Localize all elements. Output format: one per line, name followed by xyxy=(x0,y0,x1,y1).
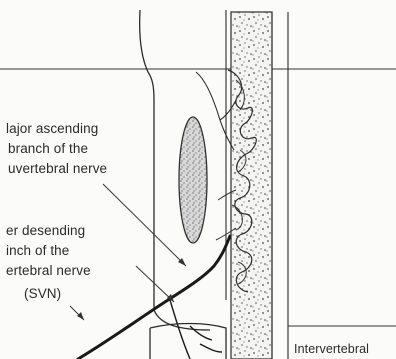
stippled-oval xyxy=(179,117,207,243)
label-major-ascending-1: lajor ascending xyxy=(6,120,98,138)
label-intervertebral: Intervertebral xyxy=(294,340,369,358)
label-major-ascending-2: branch of the xyxy=(8,140,88,158)
label-descending-1: er desending xyxy=(6,222,85,240)
label-descending-3: ertebral nerve xyxy=(6,262,91,280)
leader-line-ascending xyxy=(103,184,186,266)
label-descending-2: inch of the xyxy=(6,242,69,260)
longitudinal-ligament xyxy=(231,12,272,359)
label-major-ascending-3: uvertebral nerve xyxy=(8,160,107,178)
leader-line-descending xyxy=(136,266,174,302)
label-svn: (SVN) xyxy=(24,285,61,303)
